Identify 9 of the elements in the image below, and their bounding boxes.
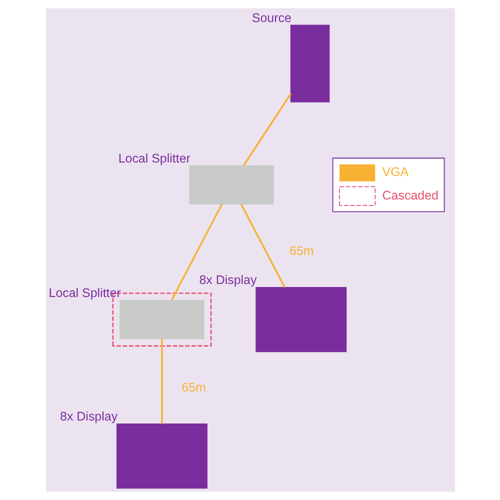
node-label: Local Splitter [118, 151, 190, 166]
node-label: Source [251, 10, 291, 25]
node-label: 8x Display [198, 273, 256, 288]
node-label: 8x Display [60, 410, 118, 424]
node-label: Local Splitter [48, 286, 120, 300]
legend-label: Cascaded [382, 188, 438, 202]
legend-label: VGA [382, 165, 408, 180]
edge-label: 65m [289, 244, 314, 258]
edge-label: 65m [181, 380, 206, 395]
